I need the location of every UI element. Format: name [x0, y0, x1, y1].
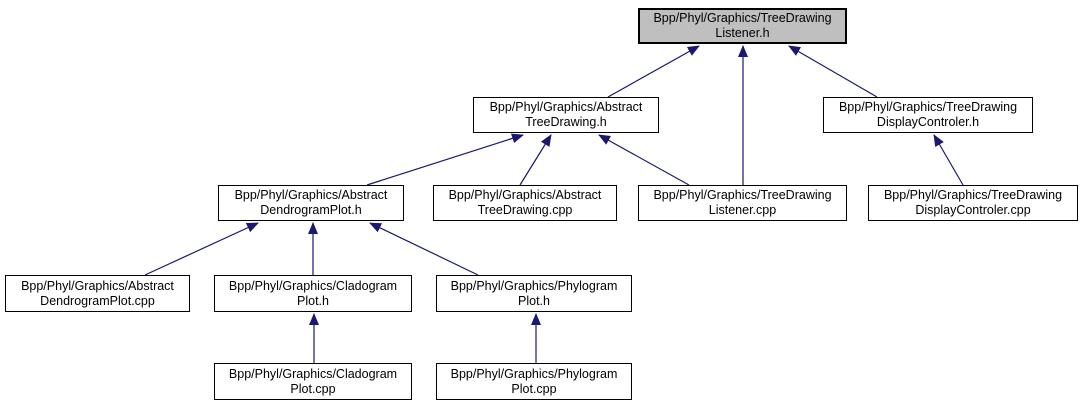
- node-label-line: Bpp/Phyl/Graphics/Abstract: [489, 100, 643, 114]
- edge-abstract-dendrogramplot-h-to-abstract-treedrawing-h: [366, 133, 524, 186]
- node-label-line: Plot.h: [518, 293, 550, 308]
- node-label-line: Plot.cpp: [290, 381, 336, 396]
- node-label-line: Bpp/Phyl/Graphics/Abstract: [234, 188, 388, 202]
- node-label-line: Bpp/Phyl/Graphics/Cladogram: [228, 366, 398, 381]
- edge-treedrawing-displaycontroler-h-to-treedrawing-listener-h: [788, 45, 878, 98]
- node-label-line: Bpp/Phyl/Graphics/Cladogram: [228, 278, 398, 293]
- node-label-line: Bpp/Phyl/Graphics/TreeDrawing: [883, 188, 1063, 202]
- node-label-line: Bpp/Phyl/Graphics/Phylogram: [450, 278, 618, 293]
- node-label-line: Bpp/Phyl/Graphics/TreeDrawing: [653, 188, 832, 202]
- node-label-line: DendrogramPlot.cpp: [40, 293, 155, 308]
- edge-phylogram-plot-h-to-abstract-dendrogramplot-h: [369, 222, 479, 276]
- node-label-line: DisplayControler.h: [876, 115, 980, 129]
- node-label-line: Bpp/Phyl/Graphics/Phylogram: [450, 366, 618, 381]
- node-label-line: Bpp/Phyl/Graphics/Abstract: [448, 188, 602, 202]
- node-label-line: DisplayControler.cpp: [915, 203, 1031, 217]
- node-label-line: TreeDrawing.cpp: [477, 203, 573, 217]
- node-label-line: Listener.h: [715, 26, 770, 40]
- edge-treedrawing-listener-cpp-to-abstract-treedrawing-h: [598, 134, 690, 186]
- edge-abstract-dendrogramplot-cpp-to-abstract-dendrogramplot-h: [144, 222, 259, 276]
- node-label-line: Bpp/Phyl/Graphics/TreeDrawing: [838, 100, 1018, 114]
- node-label-line: TreeDrawing.h: [525, 115, 607, 129]
- edge-treedrawing-displaycontroler-cpp-to-treedrawing-displaycontroler-h: [933, 134, 964, 186]
- node-label-line: DendrogramPlot.h: [260, 203, 362, 217]
- edge-abstract-treedrawing-h-to-treedrawing-listener-h: [607, 45, 700, 98]
- node-label-line: Plot.cpp: [511, 381, 557, 396]
- node-label-line: Plot.h: [297, 293, 329, 308]
- edge-abstract-treedrawing-cpp-to-abstract-treedrawing-h: [519, 134, 552, 186]
- node-label-line: Listener.cpp: [708, 203, 777, 217]
- node-label-line: Bpp/Phyl/Graphics/TreeDrawing: [653, 11, 832, 25]
- node-label-line: Bpp/Phyl/Graphics/Abstract: [21, 278, 174, 293]
